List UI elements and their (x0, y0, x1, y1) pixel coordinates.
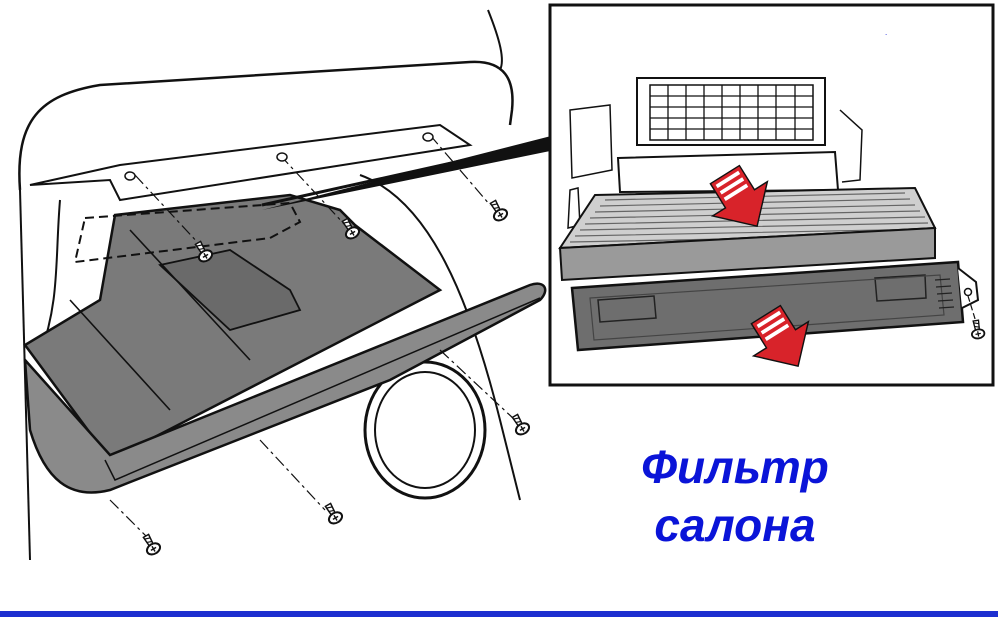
screw-icon (485, 197, 511, 224)
decorative-mark: . (885, 28, 887, 37)
filter-location-outline (73, 201, 302, 264)
screw-icon (138, 531, 164, 558)
screw-icon (320, 500, 346, 527)
diagram-caption: Фильтр салона (600, 438, 870, 554)
dashboard-outline (18, 60, 514, 191)
bottom-rule (0, 611, 998, 617)
screw-icon (507, 411, 533, 438)
glovebox-lid (23, 282, 547, 494)
filter-cover (570, 260, 980, 352)
glovebox-illustration (18, 9, 556, 561)
caption-line-2: салона (654, 499, 816, 551)
filter-housing (567, 77, 863, 229)
filter-inset: . (548, 3, 995, 387)
caption-line-1: Фильтр (641, 441, 829, 493)
